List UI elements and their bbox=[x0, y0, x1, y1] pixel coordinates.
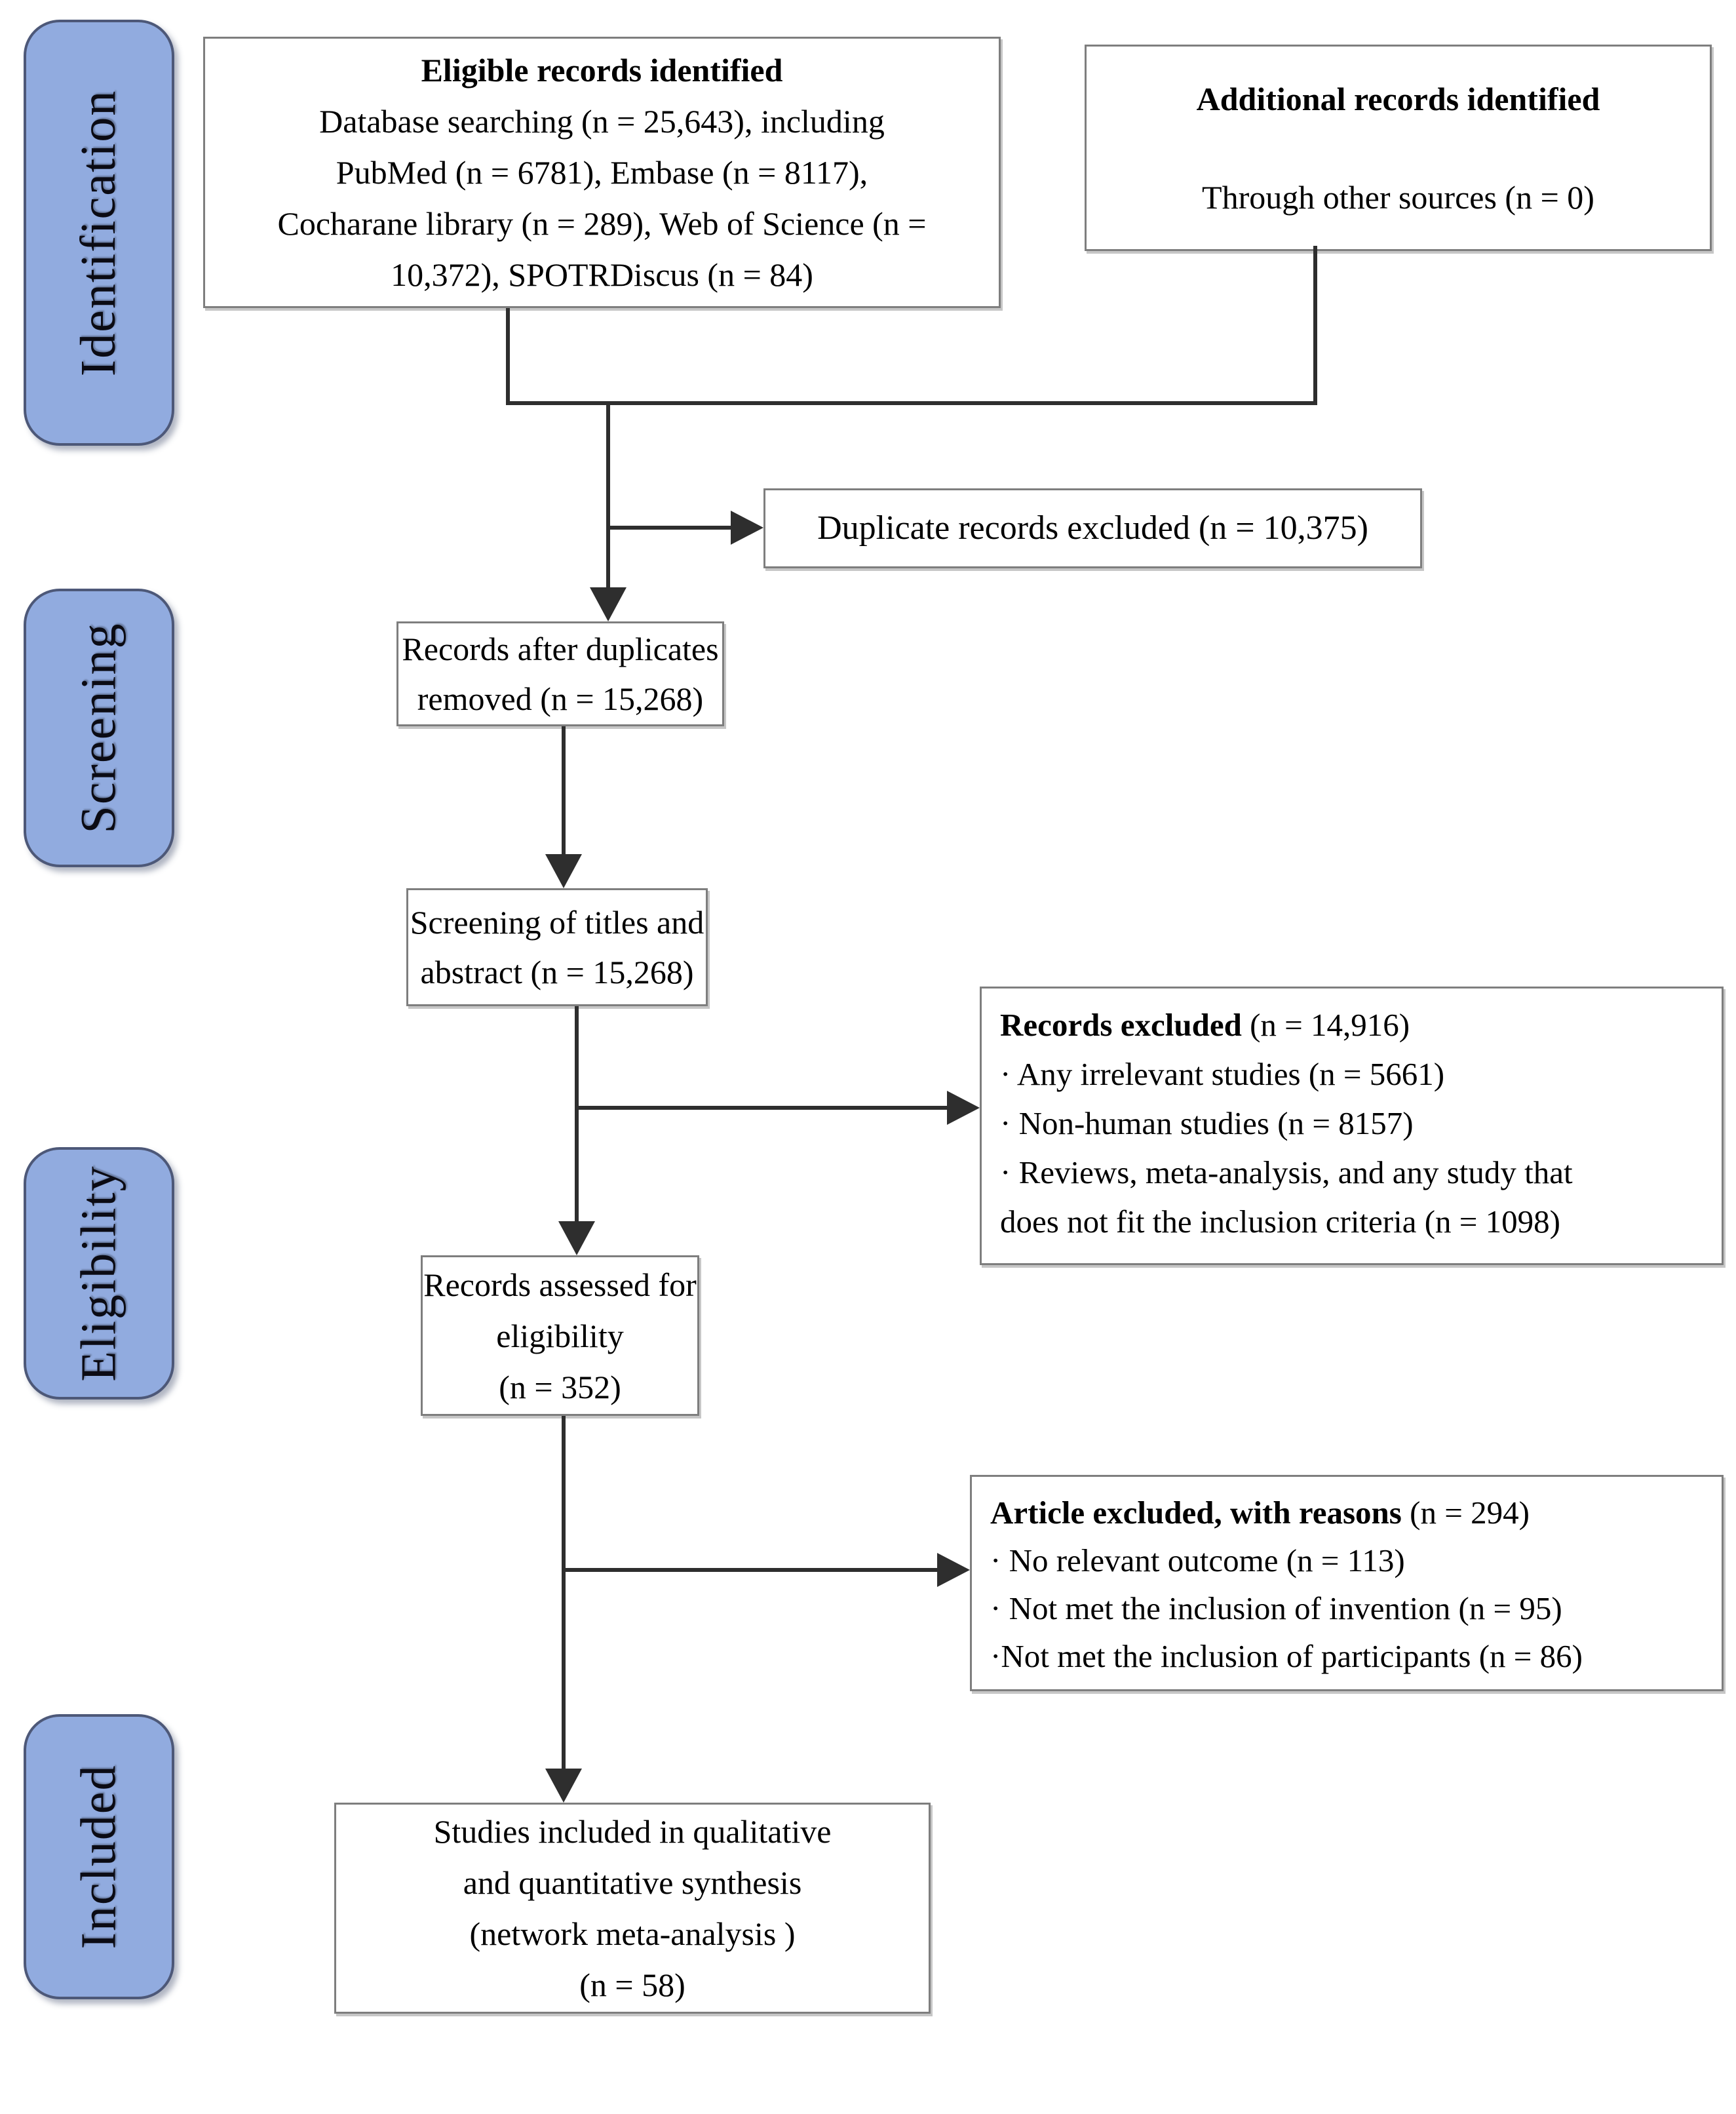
box-duplicates-excluded-line: Duplicate records excluded (n = 10,375) bbox=[817, 509, 1368, 547]
box-studies-included-line: (n = 58) bbox=[579, 1967, 685, 2003]
box-after-duplicates-line: removed (n = 15,268) bbox=[417, 680, 704, 717]
box-eligible-records-line: PubMed (n = 6781), Embase (n = 8117), bbox=[336, 154, 868, 191]
box-studies-included-line: Studies included in qualitative bbox=[433, 1813, 832, 1850]
connector-to-duplicates-excluded bbox=[606, 526, 732, 530]
box-records-excluded-bullet-wrap: does not fit the inclusion criteria (n =… bbox=[1000, 1204, 1560, 1240]
box-article-excluded-bullet: · Not met the inclusion of invention (n … bbox=[990, 1590, 1562, 1626]
stage-eligibility-label: Eligibility bbox=[71, 1165, 126, 1382]
arrowhead-records-excluded bbox=[947, 1091, 980, 1125]
stage-screening: Screening bbox=[24, 589, 174, 867]
arrowhead-studies-included bbox=[545, 1769, 582, 1803]
box-records-excluded-title: Records excluded bbox=[1000, 1007, 1242, 1043]
box-records-excluded-count: (n = 14,916) bbox=[1241, 1007, 1410, 1043]
arrowhead-duplicates-excluded bbox=[731, 511, 763, 545]
box-records-excluded-bullet: · Any irrelevant studies (n = 5661) bbox=[1000, 1056, 1445, 1092]
box-article-excluded-count: (n = 294) bbox=[1401, 1495, 1530, 1531]
stage-included-label: Included bbox=[71, 1764, 126, 1949]
arrowhead-after-duplicates bbox=[590, 587, 627, 621]
stage-eligibility: Eligibility bbox=[24, 1147, 174, 1400]
box-screening-titles-line: Screening of titles and bbox=[410, 904, 704, 941]
box-article-excluded-title: Article excluded, with reasons bbox=[990, 1495, 1402, 1531]
stage-screening-label: Screening bbox=[71, 622, 126, 834]
box-screening-titles-line: abstract (n = 15,268) bbox=[420, 954, 694, 990]
box-article-excluded: Article excluded, with reasons (n = 294)… bbox=[970, 1475, 1724, 1691]
box-eligible-records-line: Cocharane library (n = 289), Web of Scie… bbox=[277, 205, 927, 242]
connector-eligible-down-stub bbox=[506, 308, 510, 405]
box-records-assessed: Records assessed for eligibility (n = 35… bbox=[421, 1255, 699, 1416]
stage-identification-label: Identification bbox=[71, 89, 126, 376]
box-article-excluded-bullet: ·Not met the inclusion of participants (… bbox=[990, 1638, 1583, 1674]
arrowhead-article-excluded bbox=[937, 1553, 970, 1587]
box-records-excluded-bullet: · Reviews, meta-analysis, and any study … bbox=[1000, 1154, 1573, 1190]
box-records-excluded: Records excluded (n = 14,916) · Any irre… bbox=[980, 987, 1724, 1265]
box-additional-records-title: Additional records identified bbox=[1196, 80, 1600, 117]
box-records-excluded-title-line: Records excluded (n = 14,916) bbox=[1000, 1000, 1703, 1049]
box-article-excluded-bullet: · No relevant outcome (n = 113) bbox=[990, 1542, 1405, 1578]
box-screening-titles: Screening of titles and abstract (n = 15… bbox=[406, 888, 708, 1006]
box-duplicates-excluded: Duplicate records excluded (n = 10,375) bbox=[763, 488, 1422, 568]
connector-additional-down-stub bbox=[1313, 246, 1317, 405]
box-records-excluded-bullet: · Non-human studies (n = 8157) bbox=[1000, 1105, 1414, 1141]
connector-to-article-excluded bbox=[562, 1568, 939, 1572]
stage-included: Included bbox=[24, 1714, 174, 1999]
box-eligible-records-line: Database searching (n = 25,643), includi… bbox=[319, 103, 885, 140]
box-records-assessed-line: (n = 352) bbox=[499, 1368, 621, 1405]
box-eligible-records-line: 10,372), SPOTRDiscus (n = 84) bbox=[391, 256, 813, 293]
box-records-assessed-line: Records assessed for bbox=[423, 1266, 697, 1303]
connector-to-studies-included bbox=[562, 1416, 566, 1769]
box-eligible-records: Eligible records identified Database sea… bbox=[203, 37, 1001, 308]
stage-identification: Identification bbox=[24, 20, 174, 446]
arrowhead-screening-titles bbox=[545, 854, 582, 888]
box-article-excluded-title-line: Article excluded, with reasons (n = 294) bbox=[990, 1489, 1703, 1537]
box-eligible-records-title: Eligible records identified bbox=[421, 52, 783, 88]
box-studies-included-line: and quantitative synthesis bbox=[463, 1864, 802, 1901]
box-studies-included: Studies included in qualitative and quan… bbox=[334, 1803, 931, 2014]
connector-merge-horizontal bbox=[506, 401, 1317, 405]
connector-to-after-duplicates bbox=[606, 401, 610, 590]
box-additional-records-body: Through other sources (n = 0) bbox=[1202, 178, 1594, 216]
connector-to-records-assessed bbox=[575, 1006, 579, 1221]
box-after-duplicates: Records after duplicates removed (n = 15… bbox=[396, 621, 724, 726]
box-additional-records: Additional records identified Through ot… bbox=[1085, 45, 1712, 251]
connector-to-records-excluded bbox=[575, 1106, 949, 1110]
box-studies-included-line: (network meta-analysis ) bbox=[469, 1915, 796, 1952]
box-records-assessed-line: eligibility bbox=[496, 1317, 624, 1354]
connector-to-screening-titles bbox=[562, 726, 566, 854]
box-after-duplicates-line: Records after duplicates bbox=[402, 631, 719, 667]
arrowhead-records-assessed bbox=[558, 1221, 595, 1255]
